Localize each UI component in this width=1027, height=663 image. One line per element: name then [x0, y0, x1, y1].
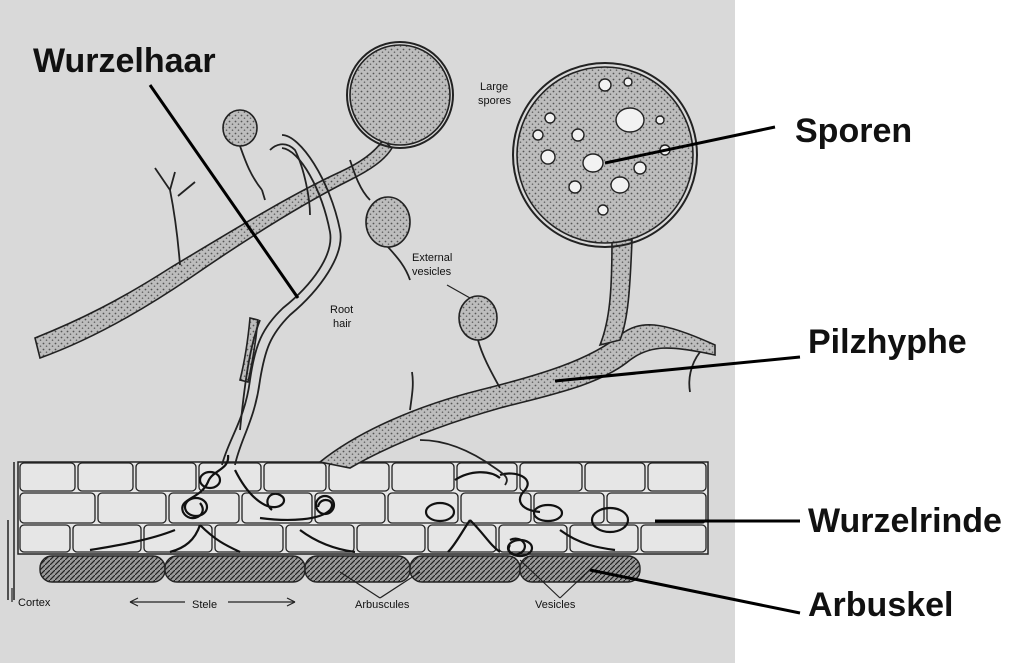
- label-arbuscules: Arbuscules: [355, 599, 410, 611]
- label-cortex: Cortex: [18, 597, 51, 609]
- label-arbuskel: Arbuskel: [808, 586, 954, 624]
- label-stele: Stele: [192, 599, 217, 611]
- label-wurzelhaar: Wurzelhaar: [33, 42, 216, 80]
- label-large-spores-line2: spores: [478, 95, 512, 107]
- label-vesicles: Vesicles: [535, 599, 576, 611]
- label-large-spores-line1: Large: [480, 81, 508, 93]
- label-root-hair-line1: Root: [330, 304, 353, 316]
- label-external-vesicles-line1: External: [412, 252, 452, 264]
- label-root-hair-line2: hair: [333, 318, 352, 330]
- label-sporen: Sporen: [795, 112, 912, 150]
- arbuscule-band: [40, 556, 640, 582]
- label-wurzelrinde: Wurzelrinde: [808, 502, 1002, 540]
- label-external-vesicles-line2: vesicles: [412, 266, 452, 278]
- label-pilzhyphe: Pilzhyphe: [808, 323, 967, 361]
